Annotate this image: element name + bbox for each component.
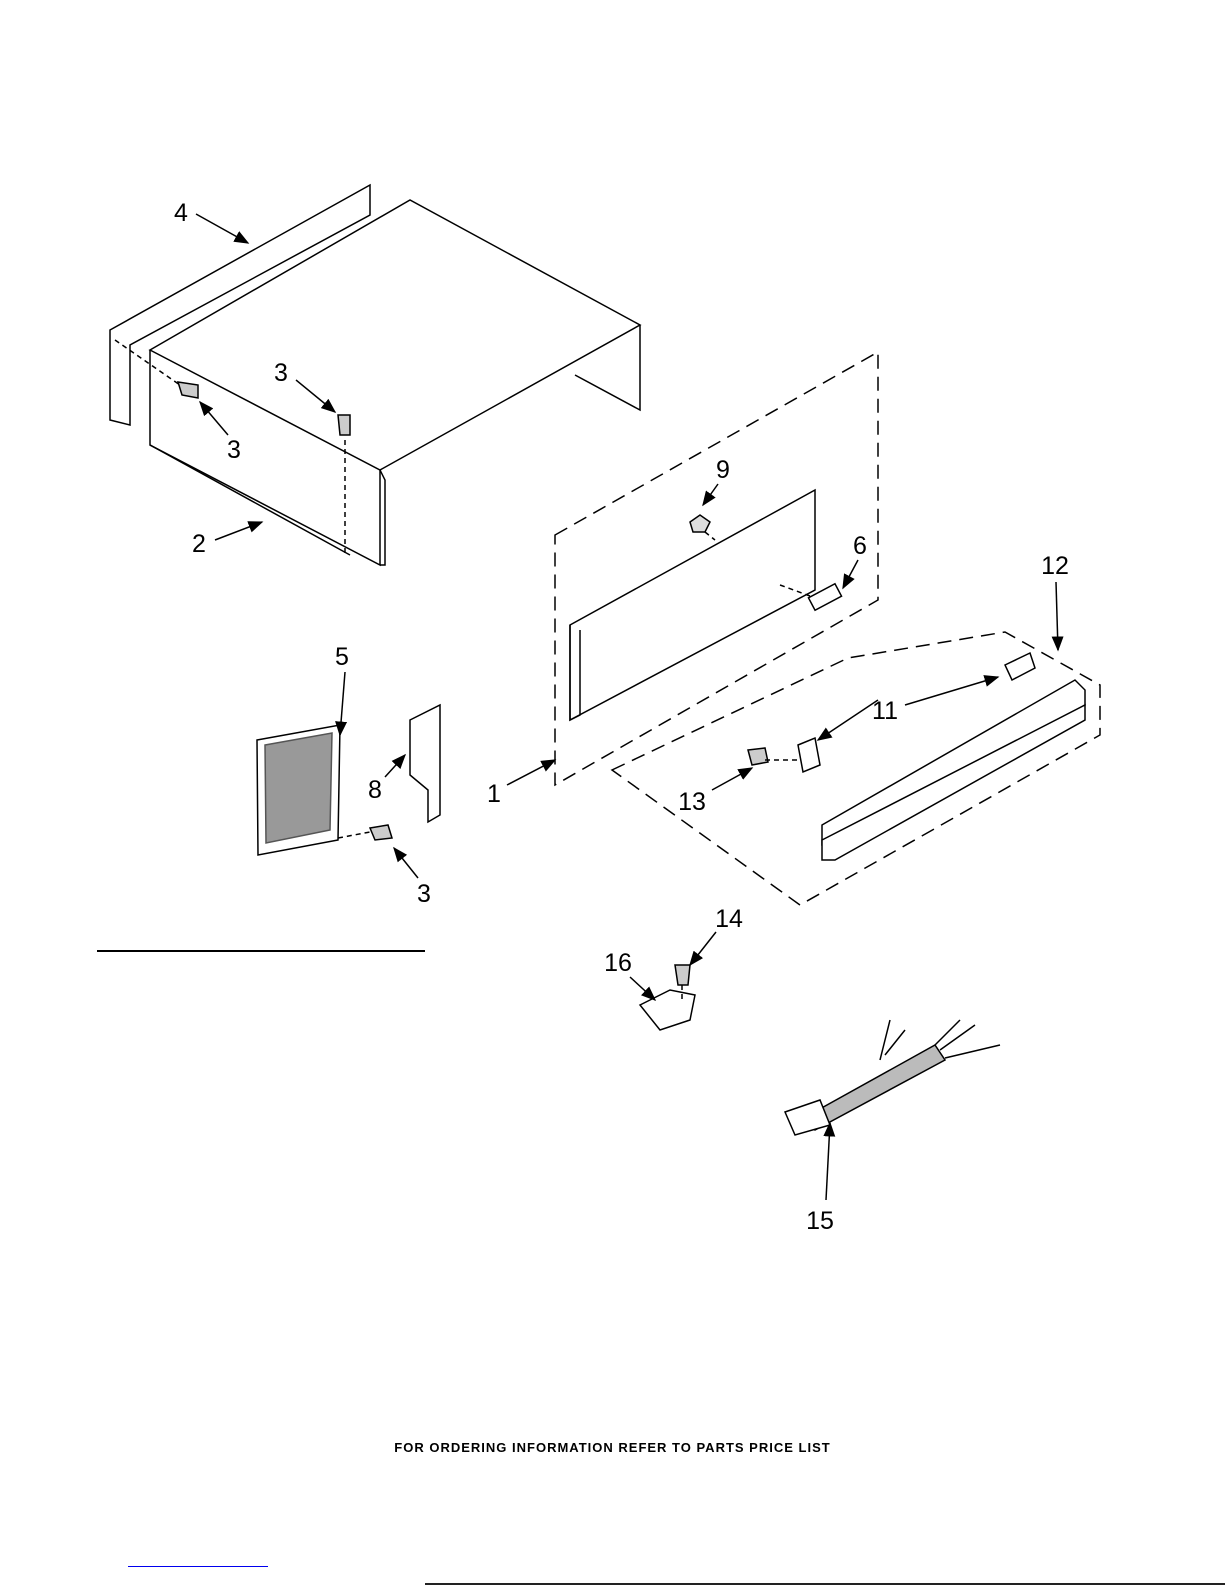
leader-arrows [195, 213, 1064, 1201]
callout-9: 9 [716, 456, 730, 484]
callout-4: 4 [174, 199, 188, 227]
callout-6: 6 [853, 532, 867, 560]
callout-3: 3 [274, 359, 288, 387]
screw-part-3 [337, 414, 351, 436]
clamp-part-16 [638, 989, 696, 1031]
toe-kick-part [821, 679, 1086, 861]
callout-2: 2 [192, 530, 206, 558]
callout-5: 5 [335, 643, 349, 671]
callout-13: 13 [678, 788, 706, 816]
bracket-part-11a [1004, 651, 1036, 682]
callout-3: 3 [417, 880, 431, 908]
callout-11: 11 [872, 697, 898, 725]
screw-part-3 [368, 824, 393, 841]
front-panel-part [569, 488, 843, 722]
bracket-part-11b [797, 736, 821, 774]
assembly-12-boundary [610, 631, 1101, 906]
screw-part-13 [747, 747, 769, 766]
grille-part-5 [256, 724, 341, 856]
callout-15: 15 [806, 1207, 834, 1235]
insulation-part-8 [409, 703, 441, 824]
callout-8: 8 [368, 776, 382, 804]
rail-part-4 [109, 183, 371, 426]
callout-16: 16 [604, 949, 632, 977]
cabinet-top-part [109, 183, 642, 567]
callout-1: 1 [487, 780, 501, 808]
link-underline[interactable] [128, 1566, 268, 1567]
callout-12: 12 [1041, 552, 1069, 580]
page-edge-line [425, 1583, 1225, 1585]
assembly-1-boundary [554, 350, 879, 787]
wire-harness-part-15 [783, 1019, 1001, 1136]
screw-part-14 [674, 964, 691, 986]
screw-part-3 [176, 381, 199, 399]
callout-3: 3 [227, 436, 241, 464]
callout-14: 14 [715, 905, 743, 933]
ordering-info-footer: FOR ORDERING INFORMATION REFER TO PARTS … [394, 1440, 831, 1455]
